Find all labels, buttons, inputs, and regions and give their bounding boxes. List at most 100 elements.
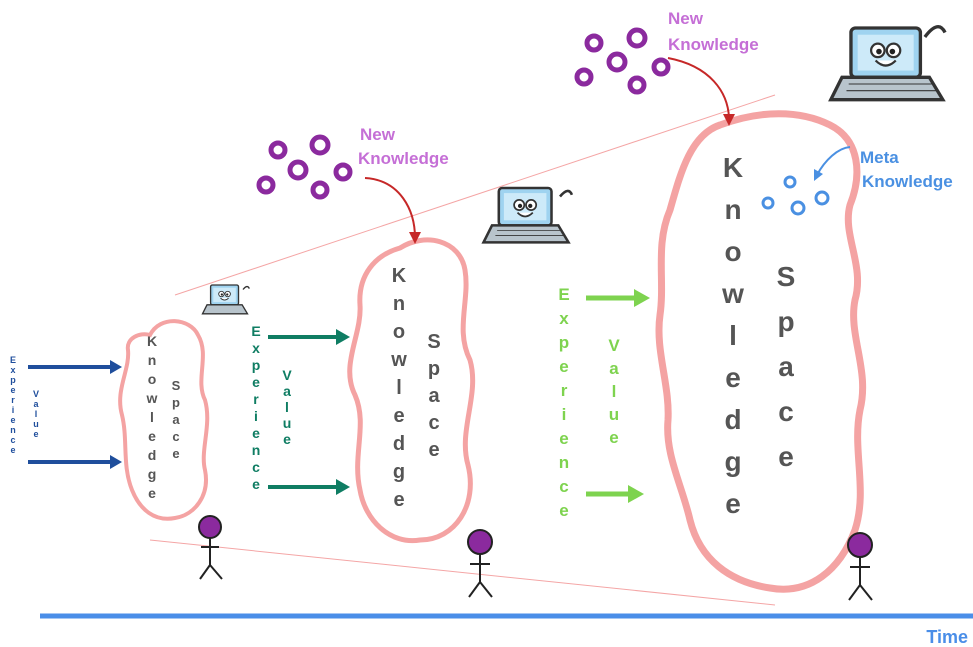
experience-word-letter: x <box>10 365 15 375</box>
value-word-letter: a <box>609 359 619 378</box>
knowledge-word-letter: w <box>721 278 744 309</box>
experience-word-letter: c <box>252 459 260 475</box>
experience-word-letter: i <box>254 408 258 424</box>
knowledge-word-letter: e <box>393 405 404 427</box>
experience-word-letter: r <box>253 391 259 407</box>
experience-word-letter: x <box>559 309 569 328</box>
knowledge-word-letter: w <box>390 349 407 371</box>
new-knowledge-arrowhead-3 <box>723 114 735 126</box>
value-word-letter: l <box>285 399 289 415</box>
value-word-letter: u <box>33 419 39 429</box>
experience-word-letter: e <box>252 425 260 441</box>
experience-word-letter: n <box>252 442 261 458</box>
knowledge-word-letter: n <box>393 293 405 315</box>
input-arrow-2a <box>268 329 350 345</box>
knowledge-word-letter: e <box>725 362 741 393</box>
space-word-letter: e <box>428 439 439 461</box>
meta-knowledge-arrowhead <box>814 169 823 181</box>
value-word-letter: e <box>609 428 618 447</box>
knowledge-word-letter: d <box>724 404 741 435</box>
experience-word-letter: c <box>10 435 15 445</box>
stick-figure-icon <box>847 532 873 601</box>
knowledge-word-letter: l <box>396 377 402 399</box>
experience-word-letter: r <box>11 395 15 405</box>
space-word-letter: a <box>172 412 180 427</box>
value-word-letter: u <box>283 415 292 431</box>
cone-top-line <box>174 94 776 296</box>
knowledge-word-letter: e <box>725 488 741 519</box>
knowledge-word-letter: l <box>150 409 154 425</box>
experience-word-letter: e <box>559 501 568 520</box>
experience-word-letter: E <box>10 355 16 365</box>
value-word-letter: u <box>609 405 619 424</box>
space-word-letter: a <box>428 385 440 407</box>
meta-knowledge-label: Meta Knowledge <box>860 148 953 191</box>
knowledge-word-letter: g <box>148 466 157 482</box>
knowledge-word-letter: K <box>392 265 407 287</box>
knowledge-word-letter: n <box>148 352 157 368</box>
value-word-letter: e <box>33 429 38 439</box>
new-knowledge-label-3: New Knowledge <box>668 9 759 54</box>
input-arrow-3b <box>586 485 644 503</box>
experience-word-letter: E <box>251 323 260 339</box>
knowledge-word-letter: g <box>393 461 405 483</box>
experience-word-letter: e <box>10 385 15 395</box>
new-knowledge-arrow-3 <box>667 57 730 119</box>
knowledge-word-2: Knowledge <box>390 265 407 511</box>
experience-word-letter: x <box>252 340 260 356</box>
knowledge-word-letter: o <box>393 321 405 343</box>
knowledge-space-cloud-2 <box>347 237 476 544</box>
knowledge-word-1: Knowledge <box>146 333 158 501</box>
knowledge-word-letter: o <box>148 371 157 387</box>
space-word-letter: p <box>428 358 440 380</box>
knowledge-word-3: Knowledge <box>721 152 744 519</box>
experience-word-letter: e <box>559 357 568 376</box>
space-word-letter: c <box>428 412 439 434</box>
meta-knowledge-dots <box>761 175 830 216</box>
cone-bottom-line <box>149 539 776 606</box>
knowledge-space-cloud-1 <box>118 319 210 521</box>
space-word-letter: e <box>172 446 179 461</box>
knowledge-word-letter: w <box>146 390 158 406</box>
experience-word-letter: i <box>12 405 15 415</box>
knowledge-word-letter: g <box>724 446 741 477</box>
experience-word-letter: r <box>561 381 568 400</box>
experience-word-letter: e <box>559 429 568 448</box>
value-word-letter: V <box>282 367 292 383</box>
experience-word-letter: e <box>10 445 15 455</box>
new-knowledge-label-2: New Knowledge <box>358 125 449 168</box>
value-word-letter: V <box>608 336 620 355</box>
experience-word-letter: n <box>559 453 569 472</box>
experience-word-letter: p <box>559 333 569 352</box>
experience-word-letter: e <box>252 476 260 492</box>
value-word-letter: l <box>612 382 617 401</box>
knowledge-word-letter: e <box>148 428 156 444</box>
space-word-letter: S <box>172 378 181 393</box>
space-word-letter: e <box>778 441 794 472</box>
experience-word-letter: e <box>10 415 15 425</box>
experience-word-letter: p <box>10 375 16 385</box>
knowledge-word-letter: K <box>147 333 157 349</box>
new-knowledge-arrowhead-2 <box>409 232 421 244</box>
value-word-letter: e <box>283 431 291 447</box>
laptop-mascot-icon <box>481 186 574 244</box>
space-word-letter: c <box>778 396 794 427</box>
space-word-letter: S <box>777 261 796 292</box>
value-word-letter: l <box>35 409 38 419</box>
knowledge-word-letter: o <box>724 236 741 267</box>
stick-figure-icon <box>467 529 493 598</box>
knowledge-word-letter: e <box>393 489 404 511</box>
new-knowledge-dots-3 <box>574 27 671 95</box>
new-knowledge-arrow-2 <box>364 177 416 239</box>
input-arrow-2b <box>268 479 350 495</box>
value-word-letter: a <box>33 399 39 409</box>
